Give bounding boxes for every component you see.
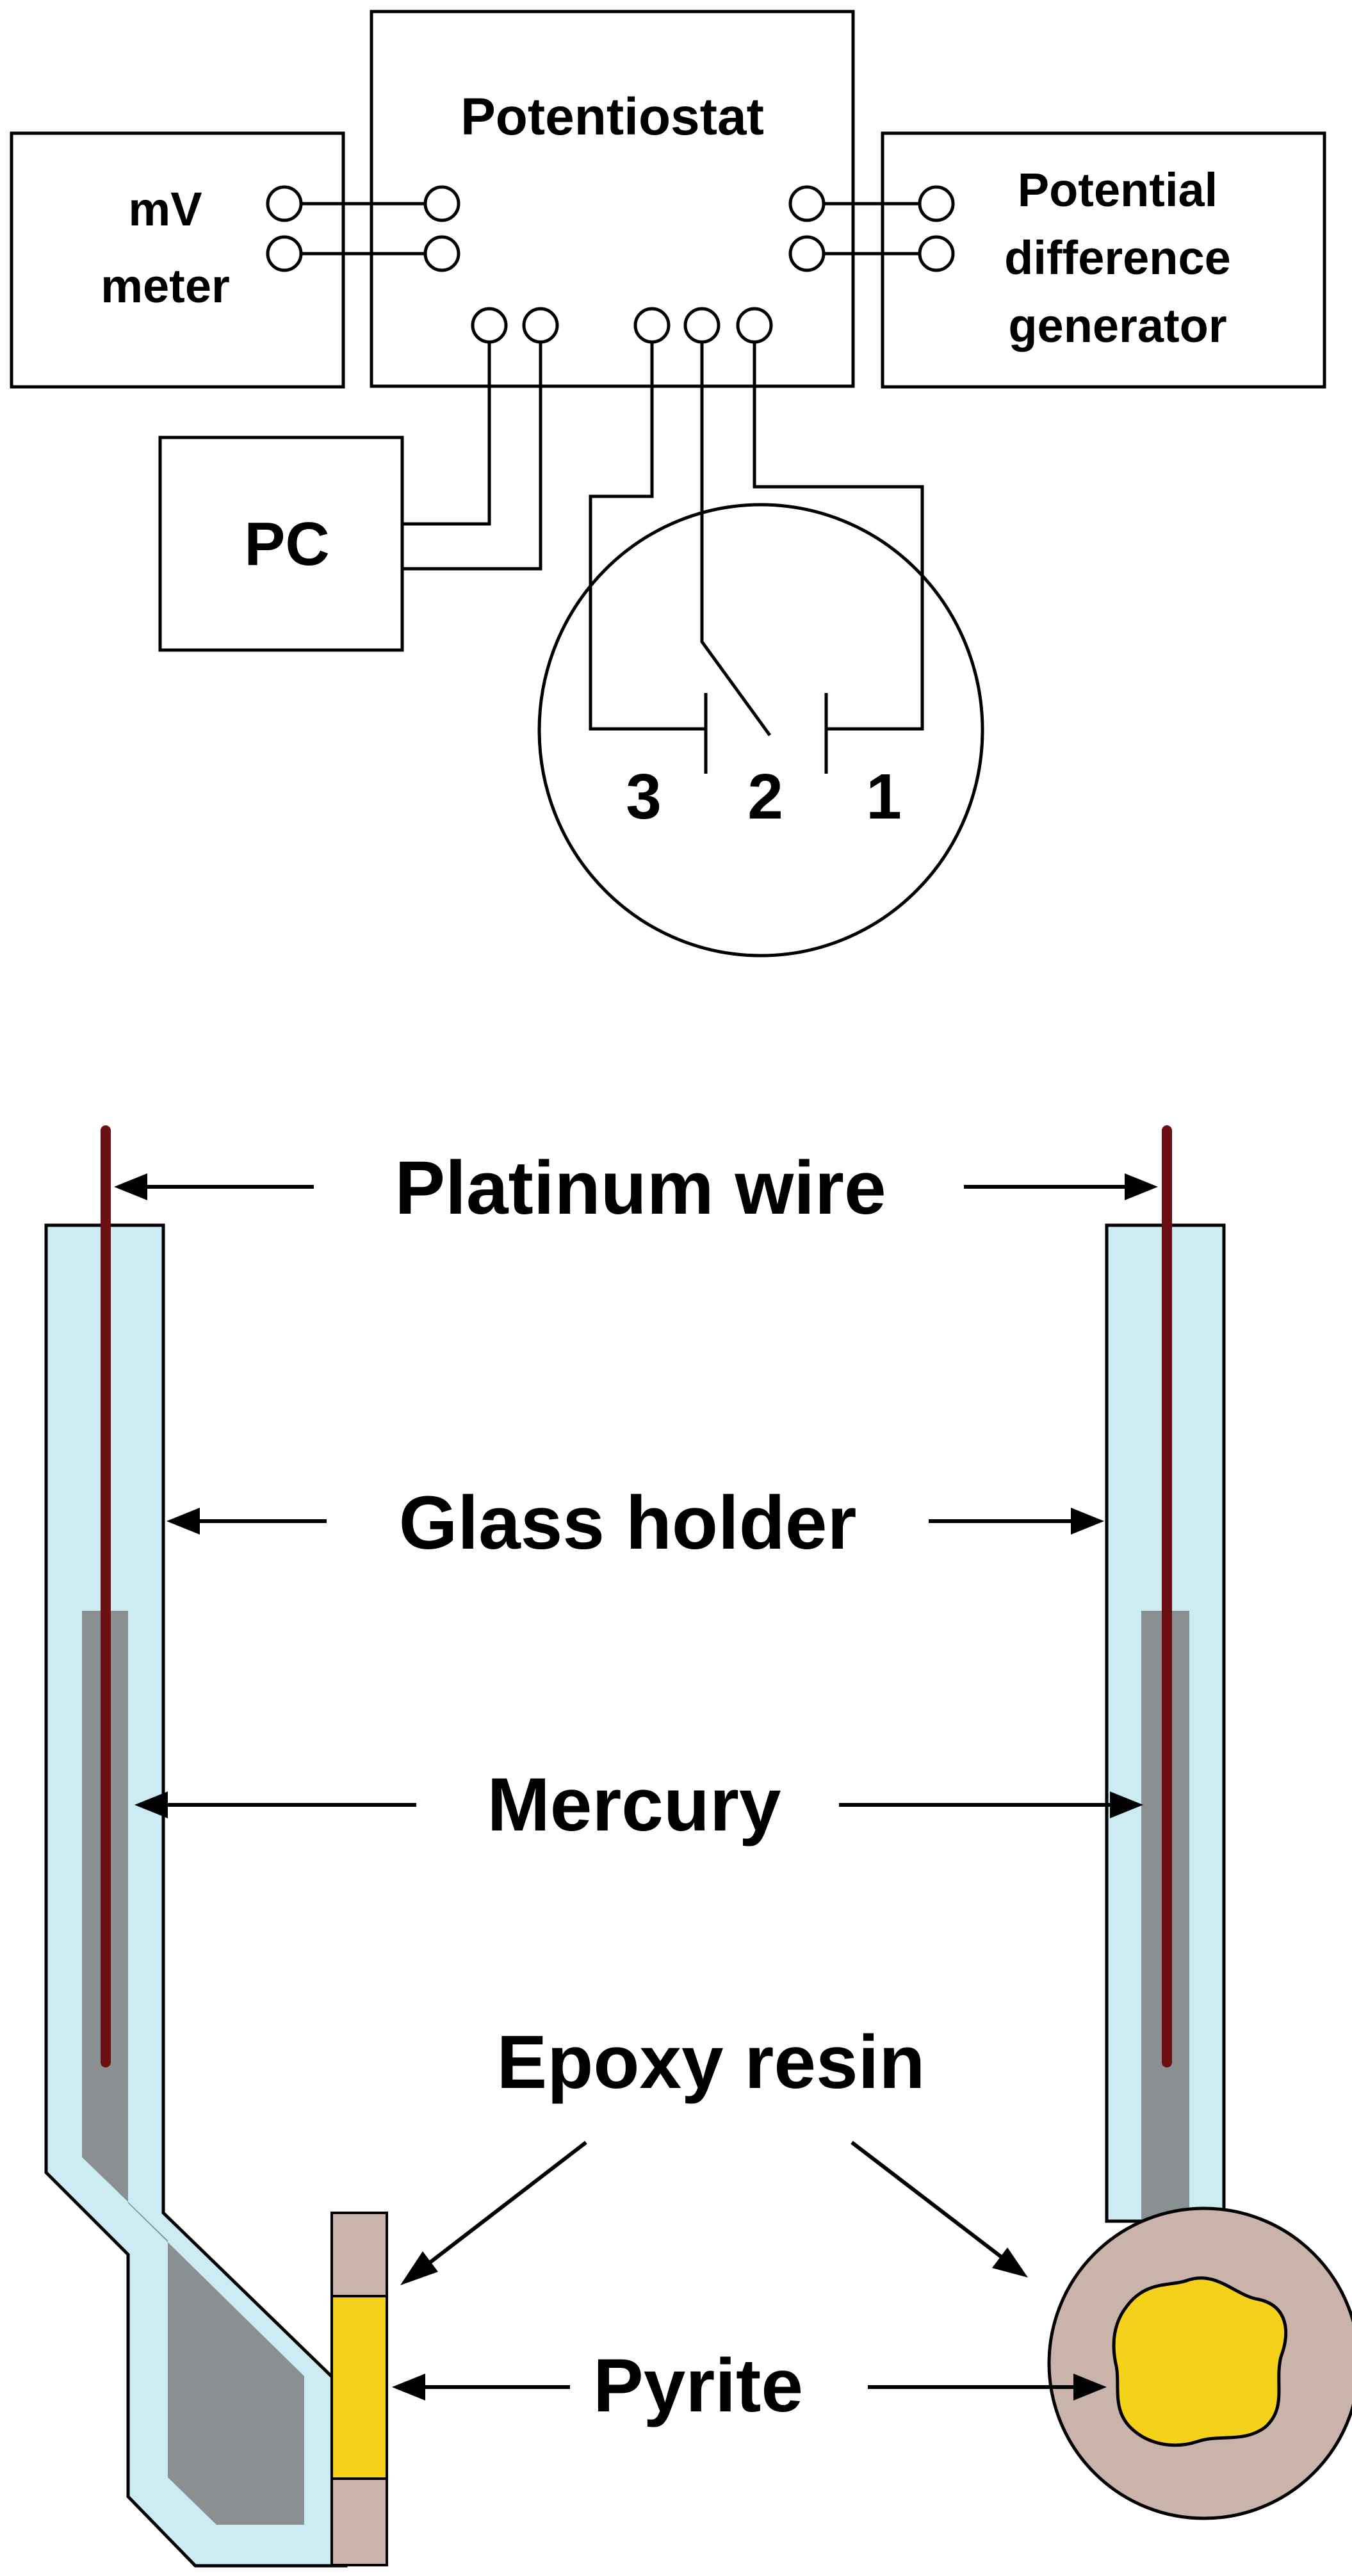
- arrowhead: [992, 2247, 1028, 2278]
- pyrite-callout: Pyrite: [392, 2344, 1107, 2428]
- arrowhead: [134, 1791, 168, 1818]
- terminal: [788, 185, 826, 222]
- epoxy-resin-callout: Epoxy resin: [400, 2020, 1028, 2285]
- pyrite-right: [1112, 2276, 1288, 2447]
- arrowhead: [1110, 1791, 1143, 1818]
- generator-label-line2: difference: [1004, 231, 1231, 284]
- platinum-wire-callout: Platinum wire: [114, 1146, 1158, 1230]
- pyrite-left: [330, 2295, 388, 2480]
- terminal: [788, 235, 826, 272]
- glass-holder-left: [44, 1223, 348, 2568]
- arrowhead: [167, 1508, 200, 1535]
- terminal: [522, 307, 559, 344]
- terminal: [423, 235, 460, 272]
- electrode-front-view: [1047, 1125, 1352, 2520]
- electrode-label-2: 2: [747, 761, 783, 833]
- arrowhead: [400, 2251, 438, 2285]
- pyrite-label: Pyrite: [593, 2344, 803, 2428]
- mercury-callout: Mercury: [134, 1763, 1143, 1847]
- terminal: [918, 235, 955, 272]
- terminal: [633, 307, 671, 344]
- electrode-illustration: Platinum wire Glass holder Mercury Epoxy…: [44, 1125, 1352, 2568]
- mv-meter-connection: [266, 185, 460, 272]
- mercury-left: [82, 1611, 304, 2525]
- pc-box: [158, 436, 404, 652]
- terminal: [736, 307, 773, 344]
- generator-label-line3: generator: [1008, 299, 1226, 352]
- pc-label: PC: [244, 510, 329, 578]
- arrowhead: [1125, 1173, 1158, 1200]
- potentiostat-label: Potentiostat: [460, 88, 764, 146]
- arrowhead: [1073, 2374, 1107, 2401]
- cell-circle: [537, 503, 984, 958]
- electrochemical-cell: 3 2 1: [537, 307, 984, 958]
- pc-connection: [402, 307, 559, 571]
- arrowhead: [392, 2374, 425, 2401]
- generator-connection: [788, 185, 955, 272]
- glass-holder-callout: Glass holder: [167, 1481, 1104, 1565]
- arrow: [427, 2140, 587, 2266]
- terminal: [471, 307, 508, 344]
- terminal: [266, 235, 303, 272]
- terminal: [683, 307, 721, 344]
- arrow: [851, 2140, 1004, 2260]
- generator-label-line1: Potential: [1018, 163, 1218, 216]
- mv-meter-label-line2: meter: [101, 259, 230, 313]
- arrowhead: [1071, 1508, 1104, 1535]
- electrode-side-view: [44, 1125, 388, 2568]
- potential-difference-generator-box: [881, 131, 1326, 389]
- epoxy-resin-label: Epoxy resin: [497, 2020, 925, 2105]
- circuit-schematic: Potentiostat mV meter Potential differen…: [10, 10, 1326, 958]
- terminal: [423, 185, 460, 222]
- mv-meter-label-line1: mV: [128, 183, 202, 236]
- electrode-label-3: 3: [626, 761, 662, 833]
- terminal: [266, 185, 303, 222]
- platinum-wire-label: Platinum wire: [395, 1146, 886, 1230]
- electrode-label-1: 1: [866, 761, 902, 833]
- glass-holder-label: Glass holder: [399, 1481, 857, 1565]
- terminal: [918, 185, 955, 222]
- arrowhead: [114, 1173, 147, 1200]
- mercury-label: Mercury: [487, 1763, 781, 1847]
